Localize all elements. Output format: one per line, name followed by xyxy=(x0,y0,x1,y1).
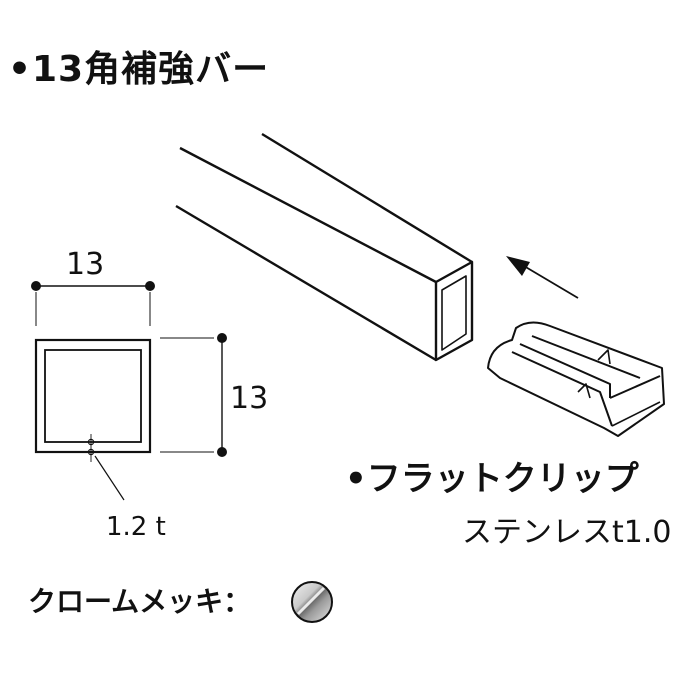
square-bar-illustration xyxy=(175,132,474,362)
flat-clip-illustration xyxy=(487,321,665,437)
thickness-label: 1.2 t xyxy=(106,512,166,542)
finish-label: クロームメッキ： xyxy=(28,585,252,618)
page-title: •13角補強バー xyxy=(8,49,270,90)
width-dimension-label: 13 xyxy=(66,247,105,282)
insert-direction-arrow xyxy=(506,256,579,299)
height-dimension-label: 13 xyxy=(230,381,269,416)
clip-material-label: ステンレスt1.0 xyxy=(462,515,672,550)
chrome-swatch-icon xyxy=(291,581,333,623)
clip-name-label: •フラットクリップ xyxy=(345,459,639,499)
cross-section-drawing xyxy=(31,281,227,501)
